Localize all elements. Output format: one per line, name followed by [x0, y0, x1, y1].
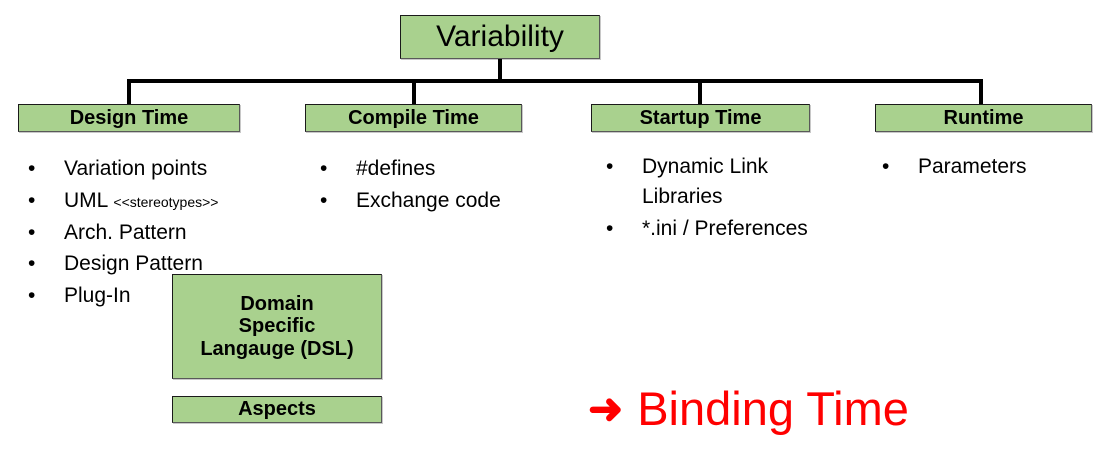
node-variability-label: Variability: [436, 20, 564, 54]
list-item-label: Plug-In: [64, 284, 131, 308]
bullet-icon: •: [28, 220, 36, 244]
list-item-label: UML: [64, 188, 114, 212]
connector-drop-startup-time: [698, 79, 702, 104]
right-arrow-icon: ➜: [588, 384, 624, 432]
list-item: • Parameters: [876, 152, 1106, 182]
list-item-label: Variation points: [64, 157, 208, 180]
node-compile-time[interactable]: Compile Time: [305, 104, 522, 132]
list-item-label: #defines: [356, 157, 436, 180]
bullet-icon: •: [606, 155, 614, 178]
list-item-label: Exchange code: [356, 188, 501, 212]
node-design-time-label: Design Time: [69, 106, 189, 129]
node-aspects[interactable]: Aspects: [172, 396, 382, 423]
list-item: • Design Pattern: [22, 249, 302, 279]
connector-root-stem: [498, 59, 502, 81]
dsl-line-2: Specific: [238, 315, 316, 338]
dsl-line-1: Domain: [240, 292, 314, 315]
bullet-icon: •: [28, 252, 36, 276]
node-runtime[interactable]: Runtime: [875, 104, 1092, 132]
bullet-icon: •: [882, 155, 890, 178]
connector-drop-compile-time: [412, 79, 416, 104]
list-design-time: • Variation points • UML <<stereotypes>>…: [22, 154, 302, 313]
bullet-icon: •: [606, 216, 614, 240]
connector-drop-runtime: [979, 79, 983, 104]
dsl-line-3: Langauge (DSL): [200, 337, 354, 360]
list-item-stereotype: <<stereotypes>>: [113, 193, 219, 210]
list-item-label: Design Pattern: [64, 252, 203, 276]
bullet-icon: •: [28, 284, 36, 308]
node-startup-time-label: Startup Time: [639, 106, 762, 129]
list-item: • Dynamic Link Libraries: [600, 152, 852, 212]
list-item: • UML <<stereotypes>>: [22, 186, 302, 216]
list-runtime: • Parameters: [876, 152, 1106, 184]
connector-horizontal-bus: [127, 79, 983, 83]
list-item-label: Arch. Pattern: [64, 220, 187, 244]
list-item: • Exchange code: [314, 186, 564, 216]
bullet-icon: •: [28, 188, 36, 212]
node-runtime-label: Runtime: [943, 106, 1024, 129]
node-domain-specific-language[interactable]: Domain Specific Langauge (DSL): [172, 274, 382, 379]
list-item-label: *.ini / Preferences: [642, 216, 808, 240]
node-variability[interactable]: Variability: [400, 15, 600, 59]
list-item: • Variation points: [22, 154, 302, 184]
list-item: • Plug-In: [22, 281, 302, 311]
list-compile-time: • #defines • Exchange code: [314, 154, 564, 218]
list-item-label: Parameters: [918, 155, 1027, 178]
bullet-icon: •: [320, 157, 328, 180]
list-item: • Arch. Pattern: [22, 218, 302, 248]
node-aspects-label: Aspects: [238, 398, 316, 421]
connector-drop-design-time: [127, 79, 131, 104]
node-design-time[interactable]: Design Time: [18, 104, 240, 132]
bullet-icon: •: [28, 157, 36, 180]
node-compile-time-label: Compile Time: [348, 106, 479, 129]
node-startup-time[interactable]: Startup Time: [591, 104, 810, 132]
list-item: • *.ini / Preferences: [600, 214, 852, 244]
list-startup-time: • Dynamic Link Libraries • *.ini / Prefe…: [600, 152, 852, 245]
callout-binding-time-label: Binding Time: [637, 382, 909, 435]
list-item-label: Dynamic Link Libraries: [642, 155, 769, 208]
list-item: • #defines: [314, 154, 564, 184]
callout-binding-time: ➜ Binding Time: [588, 381, 909, 436]
bullet-icon: •: [320, 188, 328, 212]
